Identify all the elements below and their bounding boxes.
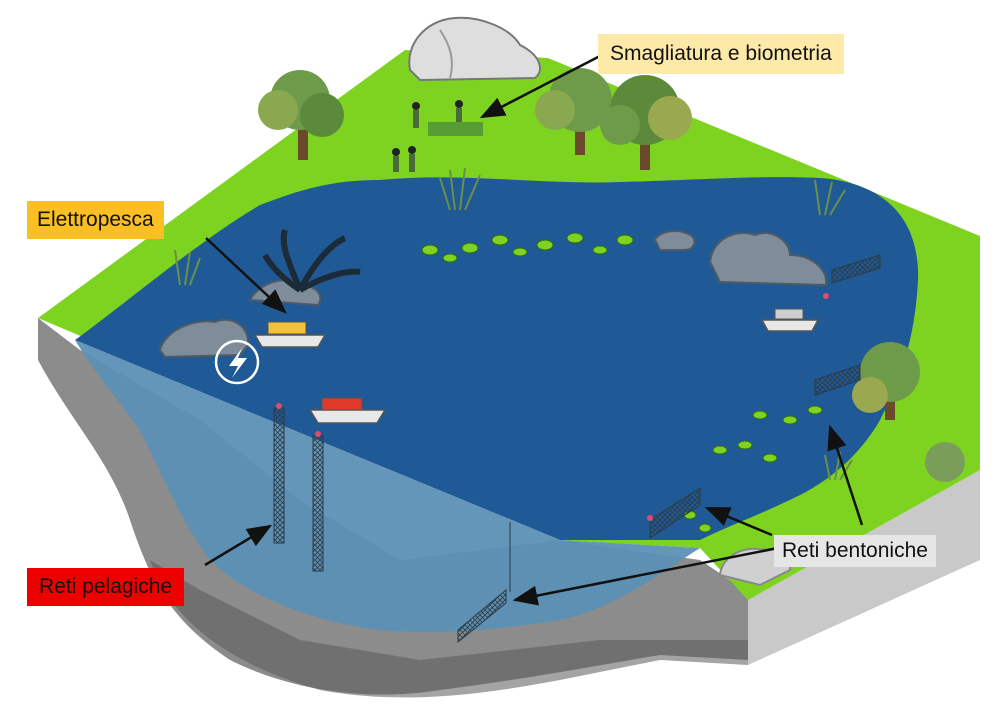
label-reti-bentoniche: Reti bentoniche xyxy=(774,535,936,567)
arrow-bentoniche-1 xyxy=(512,546,779,606)
tree-icon xyxy=(600,75,692,170)
arrow-elettropesca xyxy=(205,237,287,314)
label-elettropesca: Elettropesca xyxy=(27,201,164,239)
tree-icon xyxy=(852,342,920,420)
lightning-icon xyxy=(214,339,260,385)
label-smagliatura: Smagliatura e biometria xyxy=(598,34,844,74)
soil-bottom-edge xyxy=(150,560,748,698)
arrow-bentoniche-3 xyxy=(827,424,864,526)
underwater-section xyxy=(75,340,700,632)
net-icon xyxy=(273,403,324,572)
reeds xyxy=(174,167,853,481)
rock-icon xyxy=(408,16,541,82)
arrow-bentoniche-2 xyxy=(704,506,773,537)
soil-front-right xyxy=(748,470,980,665)
tree-icon xyxy=(535,68,612,155)
tree-icon xyxy=(258,70,344,160)
lily-pad-icon xyxy=(421,232,823,533)
lake-water xyxy=(75,177,919,540)
tree-icon xyxy=(925,442,965,482)
submerged-branch xyxy=(262,229,361,293)
boat-icon xyxy=(760,308,820,332)
person-icon xyxy=(392,100,483,172)
label-reti-pelagiche: Reti pelagiche xyxy=(27,568,185,606)
annotation-arrows xyxy=(204,54,864,606)
net-icon xyxy=(457,254,881,644)
arrow-smagliatura xyxy=(479,54,601,119)
rock-icon xyxy=(653,230,828,287)
boat-icon xyxy=(253,321,327,348)
boat-icon xyxy=(308,397,387,424)
arrow-reti-pelagiche xyxy=(204,524,273,567)
